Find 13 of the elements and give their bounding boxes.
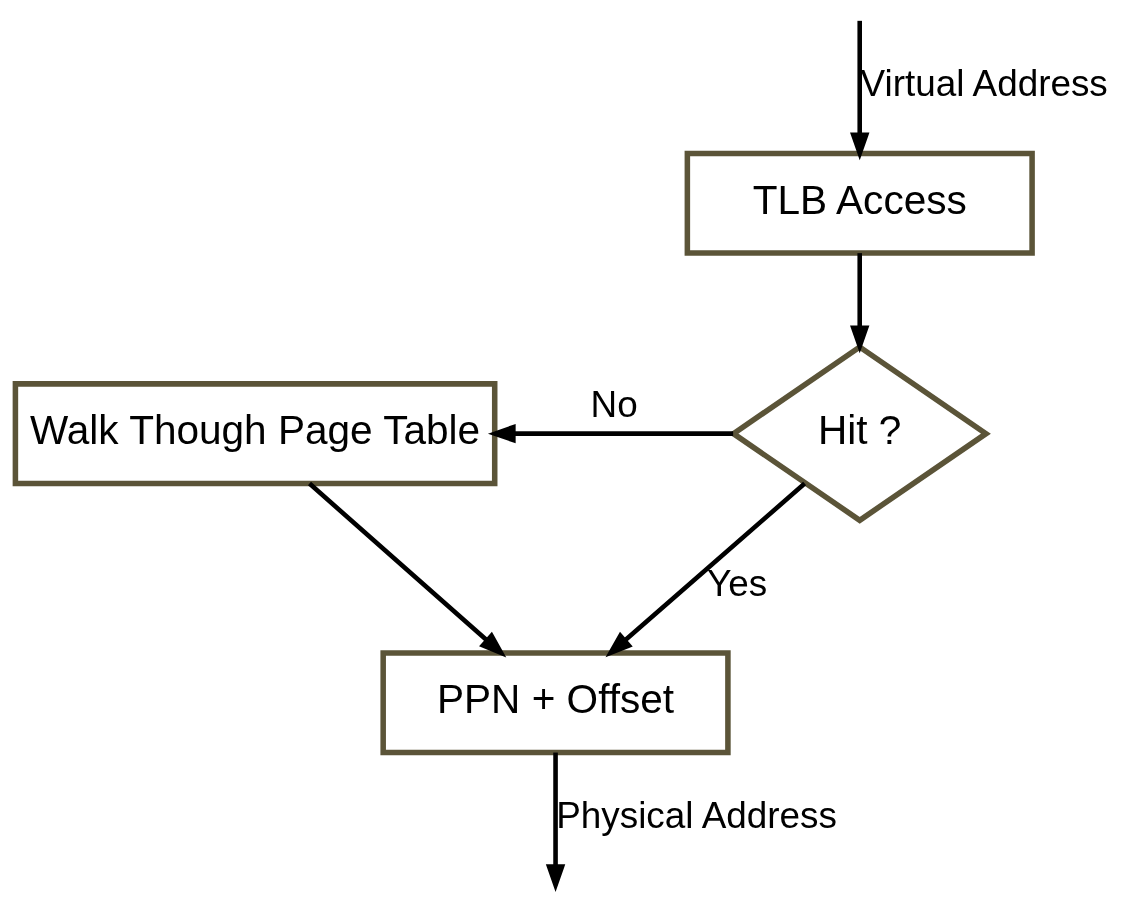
arrow xyxy=(545,752,566,893)
node-box: PPN + Offset xyxy=(380,650,731,756)
node-box: Walk Though Page Table xyxy=(12,381,498,487)
edge-label: Physical Address xyxy=(556,795,837,837)
arrow xyxy=(850,20,870,161)
edge-label: Virtual Address xyxy=(860,63,1108,105)
arrow xyxy=(307,481,507,658)
arrow xyxy=(850,253,870,354)
edge-label: No xyxy=(590,384,638,426)
node-box: TLB Access xyxy=(684,150,1035,256)
arrow xyxy=(487,423,734,444)
arrow xyxy=(605,481,807,658)
edge-label: Yes xyxy=(707,562,768,604)
